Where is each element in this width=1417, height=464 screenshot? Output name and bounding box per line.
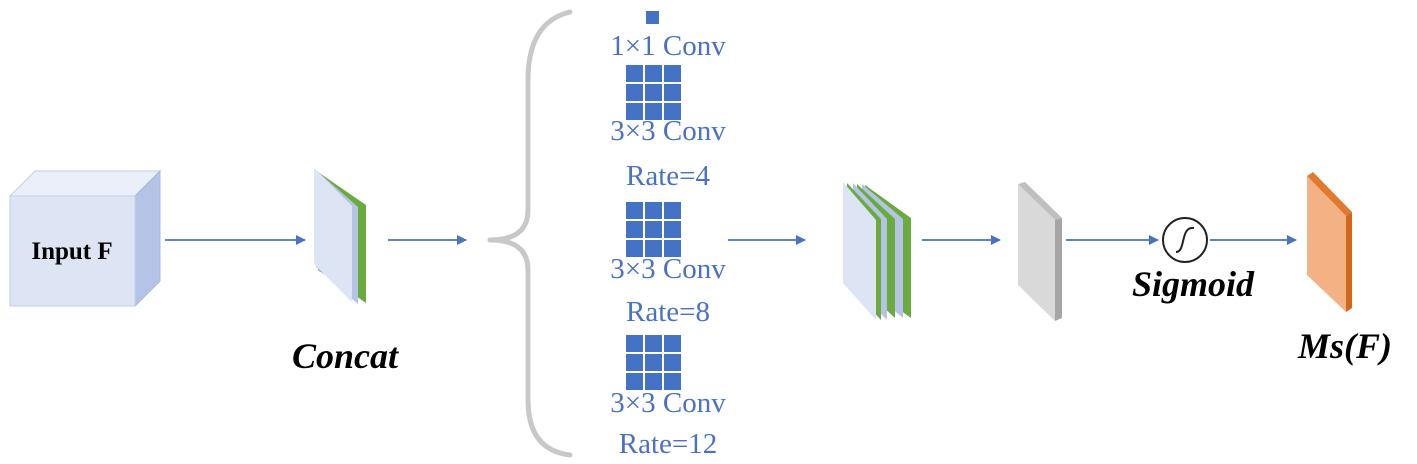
merged-feature-maps bbox=[843, 182, 911, 320]
conv-3x3-kernel-icon bbox=[626, 202, 681, 257]
kernel-cell bbox=[664, 240, 681, 257]
sigmoid-icon bbox=[1162, 217, 1208, 263]
output-map bbox=[1307, 172, 1352, 312]
kernel-cell bbox=[626, 354, 643, 371]
kernel-cell bbox=[664, 202, 681, 219]
kernel-cell bbox=[626, 84, 643, 101]
kernel-cell bbox=[645, 65, 662, 82]
kernel-cell bbox=[664, 84, 681, 101]
kernel-cell bbox=[645, 221, 662, 238]
kernel-cell bbox=[626, 240, 643, 257]
kernel-cell bbox=[664, 335, 681, 352]
kernel-cell bbox=[664, 103, 681, 120]
kernel-cell bbox=[626, 202, 643, 219]
branch-3-conv-label: 3×3 Conv bbox=[610, 253, 726, 285]
kernel-cell bbox=[645, 373, 662, 390]
kernel-cell bbox=[664, 373, 681, 390]
output-label: Ms(F) bbox=[1297, 326, 1392, 366]
kernel-cell bbox=[626, 373, 643, 390]
branch-4-conv-label: 3×3 Conv bbox=[610, 387, 726, 419]
kernel-cell bbox=[645, 240, 662, 257]
kernel-cell bbox=[626, 335, 643, 352]
concat-feature-map bbox=[314, 168, 366, 304]
kernel-cell bbox=[645, 84, 662, 101]
kernel-cell bbox=[664, 354, 681, 371]
kernel-cell bbox=[664, 221, 681, 238]
branch-1-conv-label: 1×1 Conv bbox=[610, 30, 726, 62]
kernel-cell bbox=[626, 103, 643, 120]
kernel-cell bbox=[645, 354, 662, 371]
kernel-cell bbox=[645, 335, 662, 352]
branch-2-rate-label: Rate=4 bbox=[626, 160, 710, 192]
kernel-cell bbox=[645, 103, 662, 120]
conv-1x1-kernel-icon bbox=[646, 11, 659, 24]
conv-3x3-kernel-icon bbox=[626, 65, 681, 120]
concat-label: Concat bbox=[292, 336, 399, 376]
branch-brace bbox=[487, 9, 573, 458]
branch-4-rate-label: Rate=12 bbox=[619, 428, 718, 460]
conv-3x3-kernel-icon bbox=[626, 335, 681, 390]
kernel-cell bbox=[626, 65, 643, 82]
input-cube: Input F bbox=[8, 169, 162, 308]
kernel-cell bbox=[645, 202, 662, 219]
single-channel-map bbox=[1018, 182, 1062, 321]
kernel-cell bbox=[664, 65, 681, 82]
branch-3-rate-label: Rate=8 bbox=[626, 296, 710, 328]
input-label: Input F bbox=[31, 238, 112, 265]
sigmoid-label: Sigmoid bbox=[1132, 264, 1255, 304]
kernel-cell bbox=[626, 221, 643, 238]
branch-2-conv-label: 3×3 Conv bbox=[610, 115, 726, 147]
